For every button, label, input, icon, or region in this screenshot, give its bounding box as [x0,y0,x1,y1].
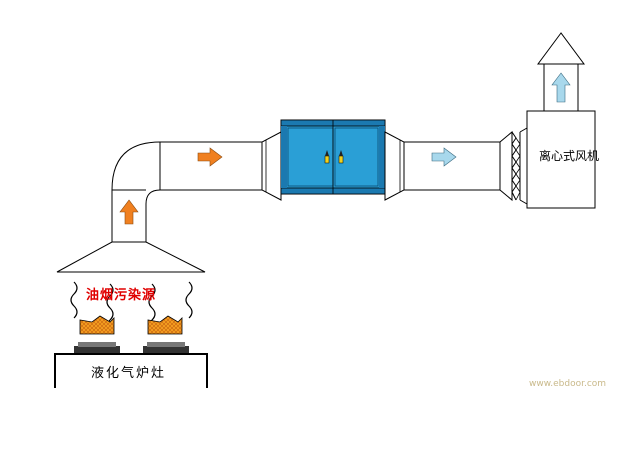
gas-stove [54,353,208,388]
purifier-cabinet [280,119,386,195]
fan-label: 离心式风机 [539,149,600,163]
flame-icon [79,315,115,335]
flex-connector [499,130,521,202]
burner-left [74,342,120,354]
right-arrow-icon [431,147,457,167]
door-handle-left [324,150,330,164]
duct-right [403,141,501,191]
stove-label: 液化气炉灶 [91,366,167,381]
transition-left [261,131,282,201]
burner-right [143,342,189,354]
watermark: www.ebdoor.com [529,379,607,389]
up-arrow-icon [119,199,139,225]
up-arrow-icon [551,72,571,103]
flame-icon [147,315,183,335]
right-arrow-icon [197,147,223,167]
centrifugal-fan [519,110,596,209]
door-handle-right [338,150,344,164]
transition-right [384,131,405,201]
pollution-source-label: 油烟污染源 [86,288,157,303]
exhaust-chimney [537,32,585,112]
duct-left [111,141,263,243]
